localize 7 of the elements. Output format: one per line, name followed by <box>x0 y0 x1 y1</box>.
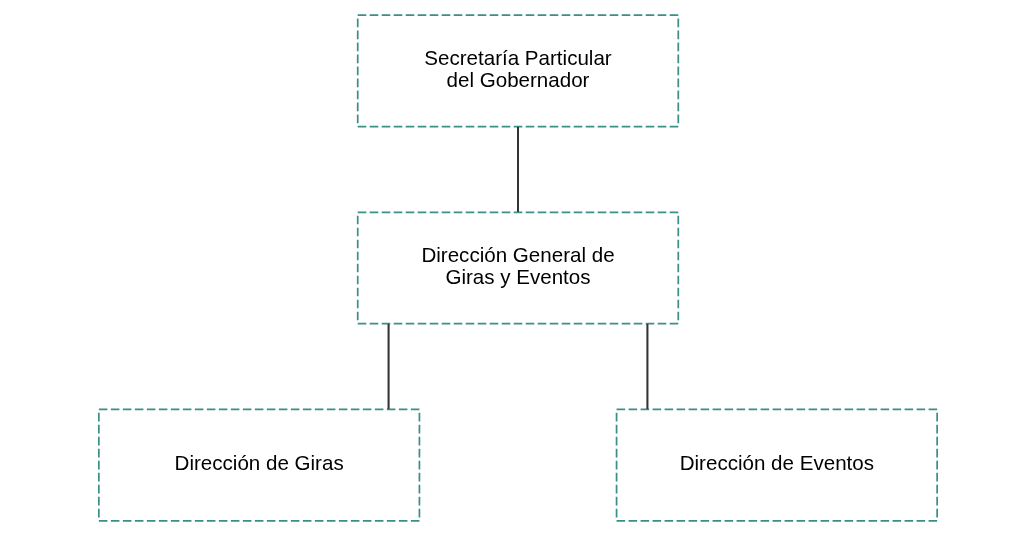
node-box: Dirección de Giras <box>97 408 420 522</box>
node-box: Secretaría Particular del Gobernador <box>356 14 679 128</box>
connector <box>387 323 390 410</box>
connector <box>645 323 648 410</box>
node-box: Dirección de Eventos <box>615 408 938 522</box>
node-box: Dirección General de Giras y Eventos <box>356 211 679 325</box>
connector <box>516 126 519 212</box>
